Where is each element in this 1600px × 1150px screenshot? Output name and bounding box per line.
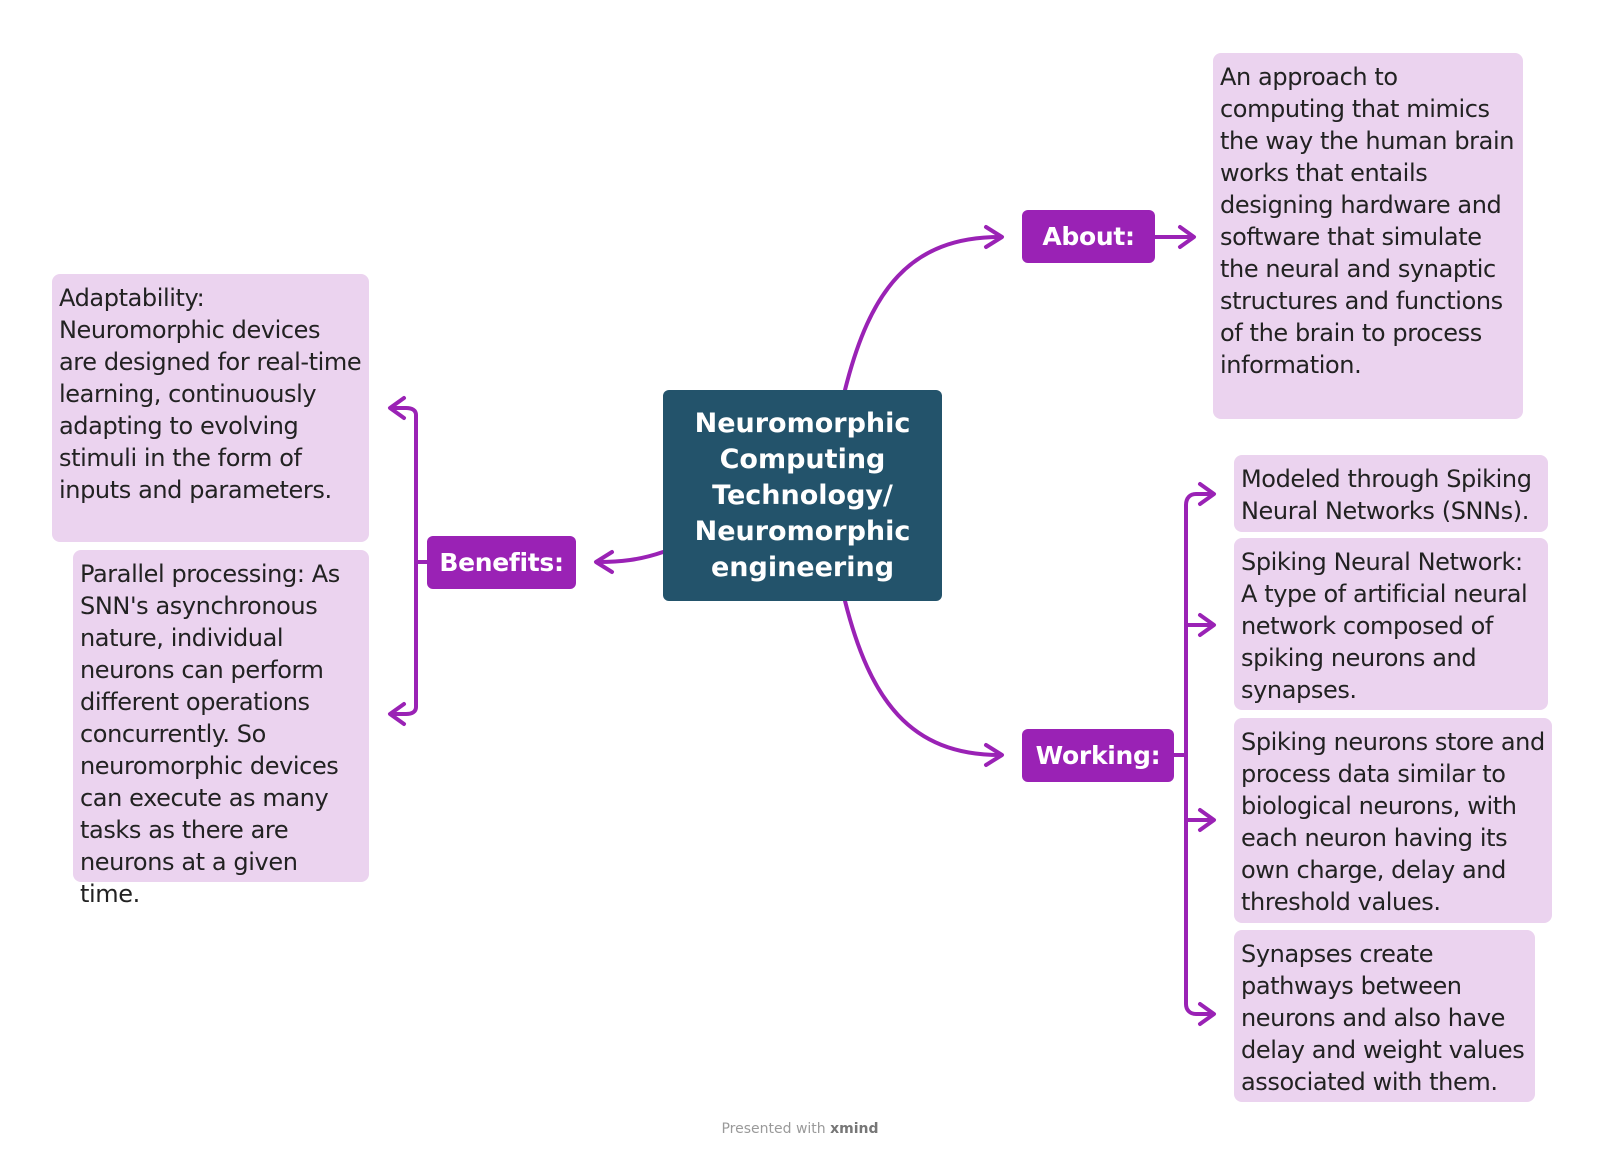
note-benefits-adaptability-text: Adaptability: Neuromorphic devices are d… (59, 284, 362, 504)
note-working-neurons[interactable]: Spiking neurons store and process data s… (1234, 718, 1552, 923)
note-benefits-parallel[interactable]: Parallel processing: As SNN's asynchrono… (73, 550, 369, 908)
arrowhead-working (984, 743, 1004, 767)
note-working-network[interactable]: Spiking Neural Network: A type of artifi… (1234, 538, 1548, 710)
note-working-network-text: Spiking Neural Network: A type of artifi… (1241, 548, 1528, 704)
bracket-benefits (390, 406, 429, 716)
arrowhead-working-1 (1198, 482, 1216, 506)
note-benefits-parallel-text: Parallel processing: As SNN's asynchrono… (80, 560, 340, 908)
arrowhead-working-4 (1198, 1002, 1216, 1026)
arrowhead-benefits-2 (388, 702, 406, 726)
arrowhead-benefits (594, 550, 614, 574)
note-about-text: An approach to computing that mimics the… (1220, 63, 1515, 379)
xmind-logo: xmind (830, 1121, 879, 1137)
central-topic-label: Neuromorphic Computing Technology/ Neuro… (694, 407, 911, 583)
branch-working-label: Working: (1035, 741, 1161, 770)
branch-benefits-label: Benefits: (439, 548, 564, 577)
central-topic[interactable]: Neuromorphic Computing Technology/ Neuro… (663, 390, 942, 601)
note-about[interactable]: An approach to computing that mimics the… (1213, 53, 1523, 419)
note-working-snn[interactable]: Modeled through Spiking Neural Networks … (1234, 455, 1548, 532)
arrowhead-about (984, 225, 1004, 249)
arrowhead-working-3 (1198, 808, 1216, 832)
arrowhead-working-2 (1198, 613, 1216, 637)
footer-prefix: Presented with (721, 1121, 826, 1137)
bracket-working (1172, 492, 1214, 1016)
note-working-synapses[interactable]: Synapses create pathways between neurons… (1234, 930, 1535, 1102)
branch-benefits[interactable]: Benefits: (427, 536, 576, 589)
connector-benefits (596, 550, 665, 564)
note-working-neurons-text: Spiking neurons store and process data s… (1241, 728, 1545, 916)
branch-about-label: About: (1042, 222, 1135, 251)
connector-about (843, 235, 1002, 392)
branch-about[interactable]: About: (1022, 210, 1155, 263)
arrowhead-benefits-1 (388, 396, 406, 420)
note-working-snn-text: Modeled through Spiking Neural Networks … (1241, 465, 1532, 525)
presented-with-footer: Presented with xmind (0, 1121, 1600, 1137)
arrowhead-about-note (1178, 225, 1196, 249)
connector-working (843, 599, 1002, 757)
branch-working[interactable]: Working: (1022, 729, 1174, 782)
note-benefits-adaptability[interactable]: Adaptability: Neuromorphic devices are d… (52, 274, 369, 542)
note-working-synapses-text: Synapses create pathways between neurons… (1241, 940, 1525, 1096)
